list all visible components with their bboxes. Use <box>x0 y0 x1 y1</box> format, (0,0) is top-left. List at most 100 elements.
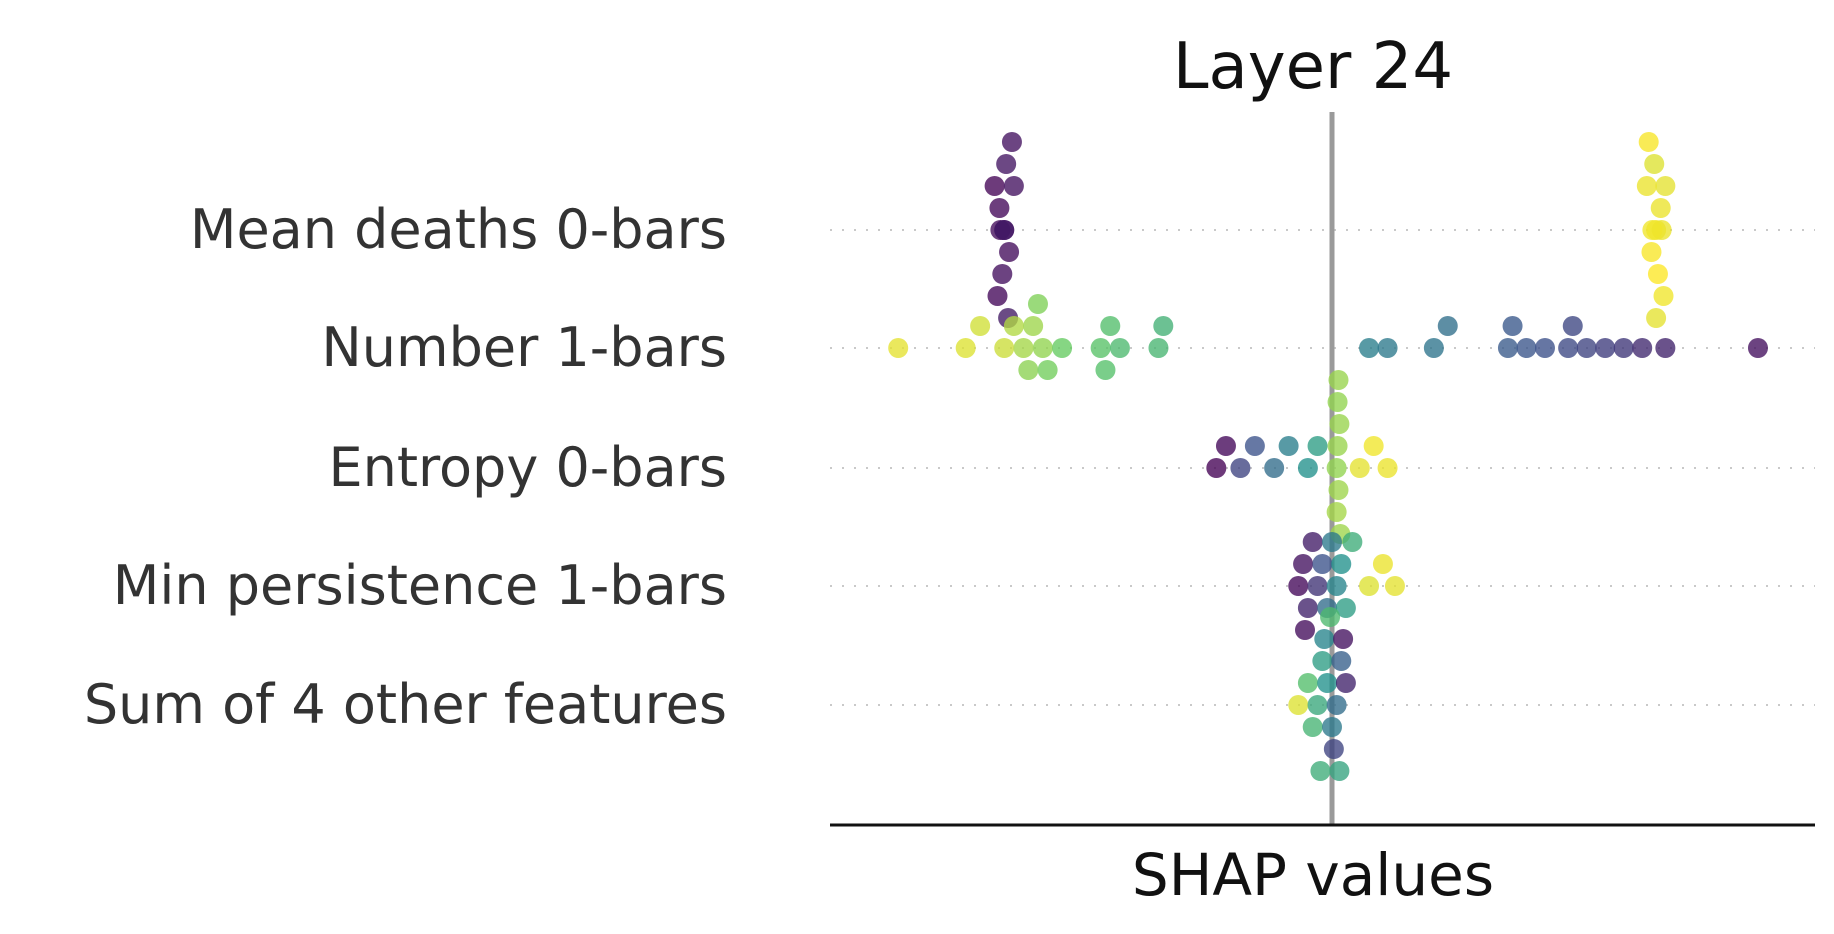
shap-point-0-13 <box>1650 198 1671 218</box>
feature-label: Mean deaths 0-bars <box>190 198 727 261</box>
shap-point-0-23 <box>1642 220 1663 240</box>
shap-point-4-8 <box>1331 651 1352 671</box>
shap-point-2-3 <box>1244 436 1265 456</box>
feature-label: Entropy 0-bars <box>328 436 727 499</box>
shap-point-0-6 <box>996 154 1017 174</box>
shap-point-1-30 <box>1655 338 1676 358</box>
shap-point-1-23 <box>1516 338 1537 358</box>
shap-point-1-19 <box>1377 338 1398 358</box>
shap-point-2-7 <box>1307 436 1328 456</box>
shap-point-0-16 <box>1636 176 1657 196</box>
shap-point-4-12 <box>1329 761 1350 781</box>
shap-point-2-12 <box>1326 502 1347 522</box>
shap-point-4-5 <box>1317 673 1338 693</box>
shap-point-1-9 <box>1027 294 1048 314</box>
shap-point-0-8 <box>1001 132 1022 152</box>
shap-point-0-18 <box>1644 154 1665 174</box>
shap-point-2-6 <box>1297 458 1318 478</box>
feature-label: Sum of 4 other features <box>84 673 727 736</box>
shap-point-2-10 <box>1328 480 1349 500</box>
shap-point-4-3 <box>1307 695 1328 715</box>
shap-point-4-13 <box>1310 761 1331 781</box>
shap-point-2-4 <box>1264 458 1285 478</box>
shap-point-4-10 <box>1323 739 1344 759</box>
shap-point-4-11 <box>1314 629 1335 649</box>
shap-point-1-22 <box>1497 338 1518 358</box>
shap-point-0-3 <box>984 176 1005 196</box>
shap-point-3-9 <box>1331 554 1352 574</box>
feature-label: Min persistence 1-bars <box>113 554 727 617</box>
shap-point-1-11 <box>1052 338 1073 358</box>
shap-point-2-11 <box>1329 414 1350 434</box>
shap-point-1-20 <box>1423 338 1444 358</box>
shap-point-4-14 <box>1333 629 1354 649</box>
shap-point-1-28 <box>1613 338 1634 358</box>
shap-point-0-1 <box>989 198 1010 218</box>
shap-point-1-18 <box>1359 338 1380 358</box>
shap-point-0-11 <box>994 220 1015 240</box>
shap-point-1-16 <box>1148 338 1169 358</box>
shap-point-0-17 <box>1647 264 1668 284</box>
shap-point-0-4 <box>1003 176 1024 196</box>
shap-point-2-18 <box>1377 458 1398 478</box>
shap-point-0-7 <box>987 286 1008 306</box>
shap-point-1-2 <box>970 316 991 336</box>
shap-point-1-8 <box>1018 360 1039 380</box>
shap-point-3-11 <box>1342 532 1363 552</box>
shap-point-2-16 <box>1349 458 1370 478</box>
shap-point-2-17 <box>1363 436 1384 456</box>
shap-point-1-27 <box>1595 338 1616 358</box>
shap-point-3-1 <box>1293 554 1314 574</box>
shap-point-0-19 <box>1653 286 1674 306</box>
shap-point-1-26 <box>1576 338 1597 358</box>
shap-point-4-7 <box>1326 695 1347 715</box>
shap-point-1-14 <box>1109 338 1130 358</box>
shap-point-0-20 <box>1638 132 1659 152</box>
shap-point-1-21 <box>1437 316 1458 336</box>
shap-point-1-7 <box>1032 338 1053 358</box>
shap-point-3-13 <box>1372 554 1393 574</box>
shap-point-3-7 <box>1322 532 1342 552</box>
shap-point-2-8 <box>1326 458 1347 478</box>
shap-point-4-0 <box>1288 695 1309 715</box>
shap-point-3-3 <box>1302 532 1323 552</box>
shap-point-3-4 <box>1307 576 1328 596</box>
shap-point-4-4 <box>1312 651 1333 671</box>
shap-point-1-6 <box>1023 316 1044 336</box>
x-axis-label: SHAP values <box>1132 841 1494 909</box>
shap-point-1-15 <box>1095 360 1116 380</box>
shap-point-4-2 <box>1302 717 1323 737</box>
shap-point-1-4 <box>1003 316 1024 336</box>
shap-point-0-5 <box>992 264 1013 284</box>
shap-point-3-15 <box>1295 620 1316 640</box>
shap-point-2-2 <box>1230 458 1251 478</box>
shap-point-1-29 <box>1632 338 1653 358</box>
shap-point-4-1 <box>1297 673 1318 693</box>
shap-point-1-1 <box>955 338 976 358</box>
shap-point-3-8 <box>1326 576 1347 596</box>
shap-point-4-6 <box>1322 717 1342 737</box>
shap-point-1-17 <box>1153 316 1174 336</box>
shap-point-3-0 <box>1288 576 1309 596</box>
shap-point-3-12 <box>1359 576 1380 596</box>
shap-point-1-31 <box>1747 338 1768 358</box>
shap-point-1-5 <box>1013 338 1034 358</box>
shap-point-4-15 <box>1320 607 1341 627</box>
shap-point-2-9 <box>1327 436 1348 456</box>
shap-point-2-13 <box>1327 392 1348 412</box>
shap-point-2-5 <box>1278 436 1299 456</box>
shap-point-2-15 <box>1328 370 1349 390</box>
feature-label: Number 1-bars <box>321 316 727 379</box>
shap-point-1-25 <box>1558 338 1579 358</box>
shap-point-3-14 <box>1384 576 1405 596</box>
shap-point-1-33 <box>1562 316 1583 336</box>
shap-point-1-24 <box>1534 338 1555 358</box>
shap-point-1-12 <box>1090 338 1111 358</box>
shap-point-2-0 <box>1206 458 1227 478</box>
shap-point-1-13 <box>1100 316 1121 336</box>
shap-point-3-5 <box>1312 554 1333 574</box>
shap-point-0-2 <box>999 242 1020 262</box>
shap-point-1-3 <box>994 338 1015 358</box>
